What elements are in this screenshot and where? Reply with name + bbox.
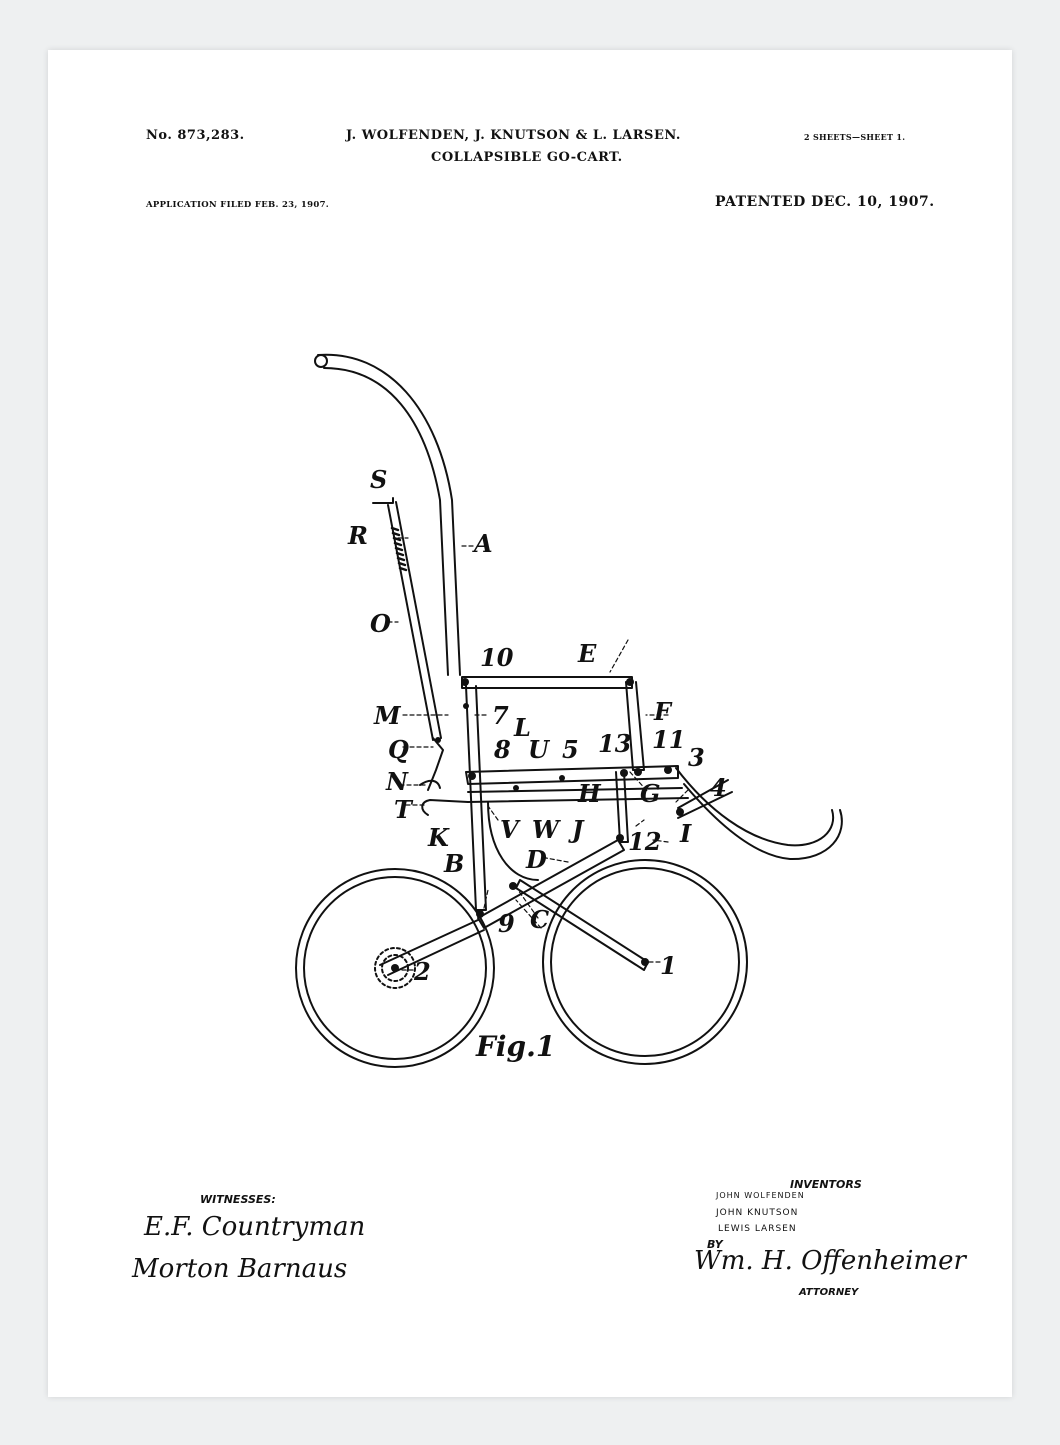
label-c: C — [530, 905, 549, 934]
patent-sheet: No. 873,283. J. WOLFENDEN, J. KNUTSON & … — [48, 50, 1012, 1397]
handle-bar — [317, 353, 461, 676]
attorney-signature: Wm. H. Offenheimer — [694, 1246, 966, 1276]
spring — [390, 526, 408, 572]
label-w: W — [532, 815, 561, 844]
witness-signature-2: Morton Barnaus — [132, 1254, 348, 1284]
label-7: 7 — [492, 701, 509, 730]
label-f: F — [653, 697, 673, 726]
label-s: S — [370, 465, 387, 494]
inventor-name: JOHN KNUTSON — [716, 1208, 799, 1218]
label-e: E — [577, 639, 597, 668]
patented-date: PATENTED DEC. 10, 1907. — [715, 194, 935, 210]
label-12: 12 — [628, 827, 661, 856]
label-g: G — [640, 779, 661, 808]
label-8: 8 — [493, 735, 511, 764]
cross-leg-front — [477, 839, 625, 929]
label-l: L — [513, 713, 531, 742]
footrest — [675, 767, 835, 847]
label-v: V — [500, 815, 521, 844]
label-o: O — [370, 609, 391, 638]
sheet-count: 2 SHEETS—SHEET 1. — [804, 132, 906, 142]
figure-caption: Fig.1 — [475, 1030, 555, 1063]
label-t: T — [394, 795, 414, 824]
go-cart-drawing: S R A O 10 E M 7 L F Q 8 U 5 13 11 3 N H… — [295, 353, 843, 1068]
label-q: Q — [388, 735, 409, 764]
label-2: 2 — [413, 957, 431, 986]
seat-bar — [465, 765, 679, 785]
label-a: A — [472, 529, 493, 558]
by-label: BY — [707, 1238, 723, 1251]
witnesses-label: WITNESSES: — [200, 1193, 276, 1206]
label-i: I — [679, 819, 692, 848]
inventors-heading: J. WOLFENDEN, J. KNUTSON & L. LARSEN. — [346, 128, 681, 143]
label-4: 4 — [710, 773, 727, 802]
label-r: R — [347, 521, 368, 550]
label-13: 13 — [598, 729, 631, 758]
label-n: N — [385, 767, 409, 796]
patent-title: COLLAPSIBLE GO-CART. — [431, 150, 623, 165]
label-m: M — [373, 701, 402, 730]
label-10: 10 — [480, 643, 514, 672]
label-b: B — [443, 849, 464, 878]
patent-number: No. 873,283. — [146, 128, 245, 143]
label-1: 1 — [660, 951, 677, 980]
label-h: H — [577, 779, 602, 808]
label-11: 11 — [652, 725, 685, 754]
cross-leg-rear — [515, 879, 649, 971]
label-u: U — [528, 735, 551, 764]
label-3: 3 — [688, 743, 705, 772]
label-k: K — [427, 823, 450, 852]
front-wheel — [542, 859, 748, 1065]
label-5: 5 — [562, 735, 579, 764]
seat-frame — [461, 676, 633, 689]
inventors-label: INVENTORS — [790, 1178, 862, 1191]
label-d: D — [525, 845, 547, 874]
witness-signature-1: E.F. Countryman — [144, 1212, 366, 1242]
application-filed-date: APPLICATION FILED FEB. 23, 1907. — [146, 200, 330, 210]
rear-wheel — [295, 868, 495, 1068]
label-j: J — [568, 815, 585, 844]
inventor-name: JOHN WOLFENDEN — [716, 1191, 805, 1200]
attorney-label: ATTORNEY — [799, 1287, 859, 1298]
inventor-name: LEWIS LARSEN — [718, 1224, 797, 1234]
label-9: 9 — [498, 909, 515, 938]
